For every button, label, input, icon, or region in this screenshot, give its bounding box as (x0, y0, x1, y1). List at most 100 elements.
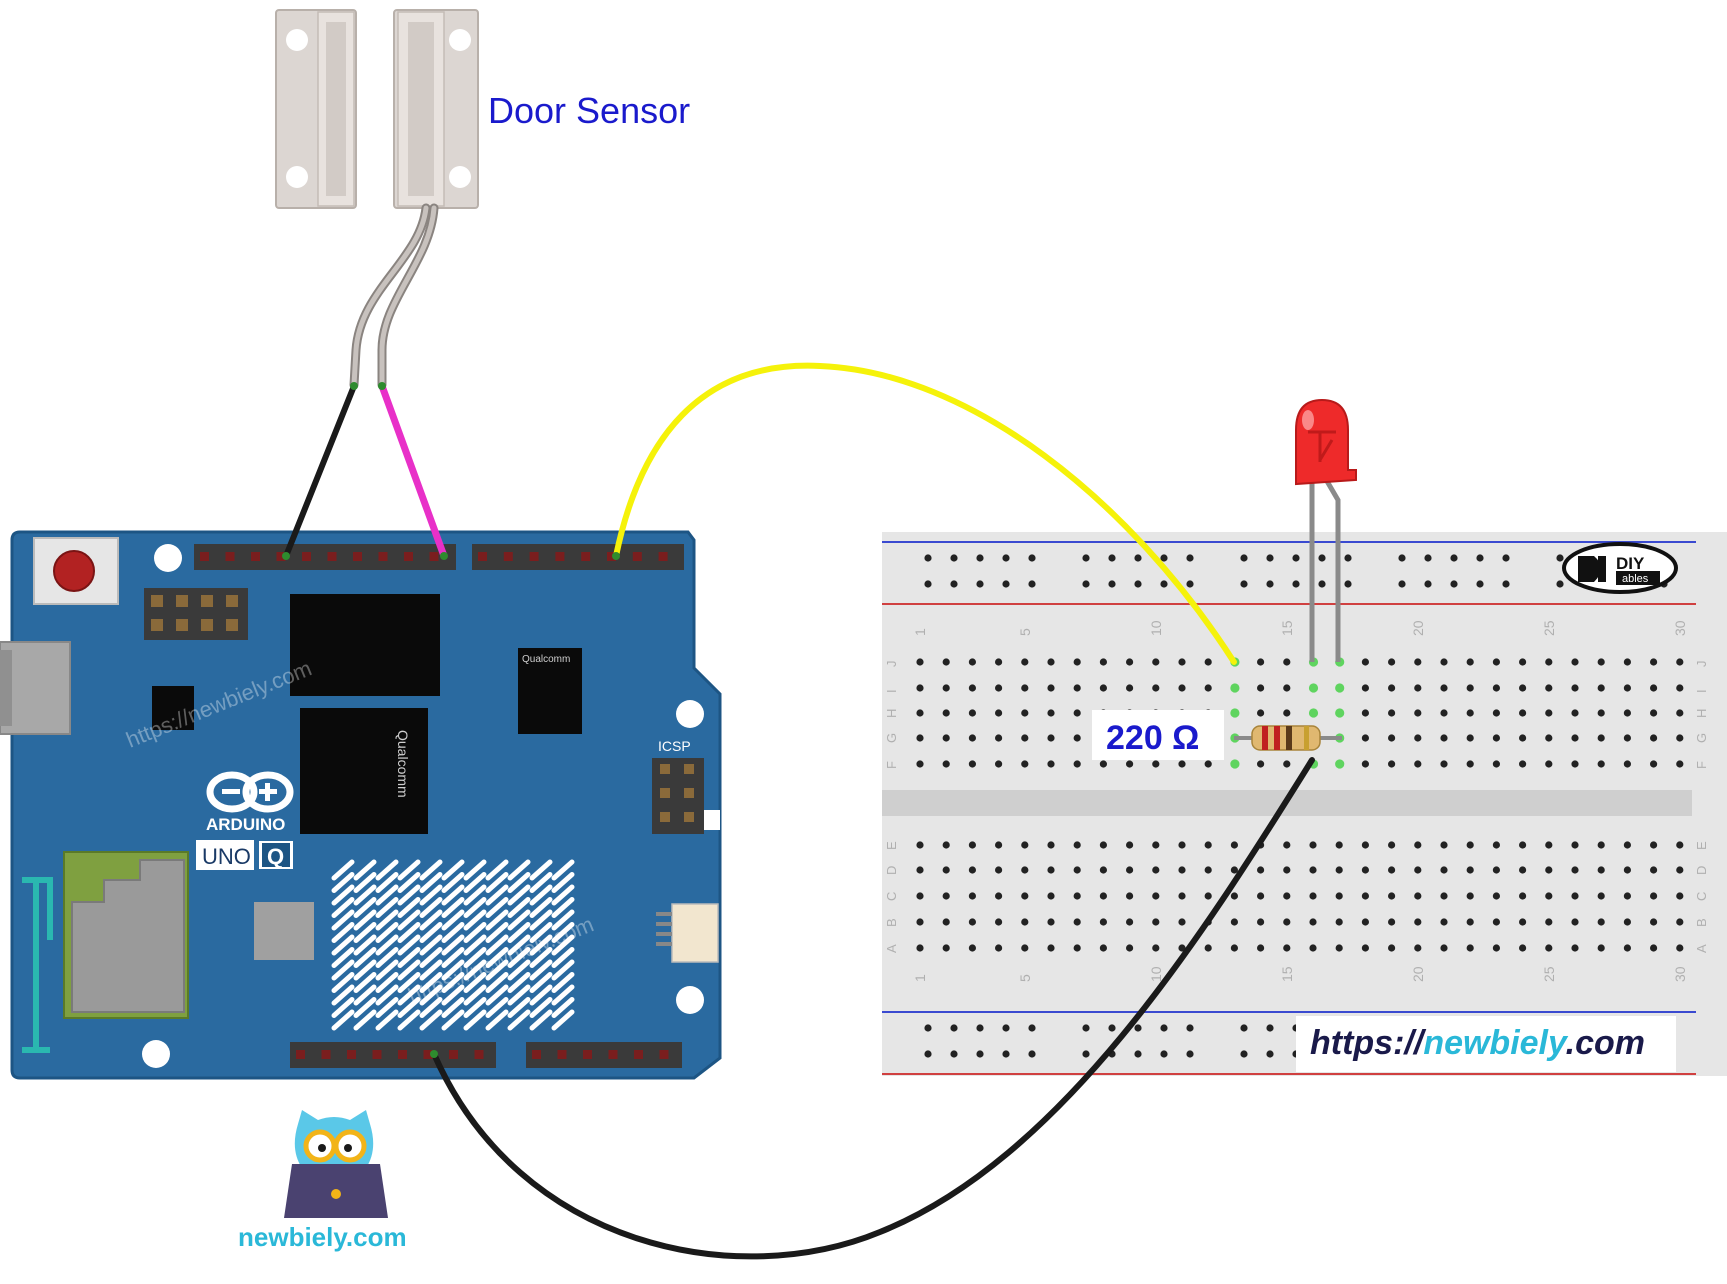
header-pin (151, 619, 163, 631)
breadboard-rail-hole (1028, 554, 1036, 562)
heatsink-slat (419, 1009, 443, 1031)
breadboard-hole (1204, 841, 1212, 849)
header-pin (378, 552, 388, 561)
breadboard-hole (942, 734, 950, 742)
heatsink-slat (353, 984, 377, 1006)
breadboard-column-number: 15 (1279, 966, 1295, 982)
breadboard-hole (1623, 709, 1631, 717)
breadboard-hole (1597, 866, 1605, 874)
breadboard-hole (1099, 658, 1107, 666)
newbiely-mascot: newbiely.com (238, 1110, 407, 1252)
breadboard-hole (1099, 944, 1107, 952)
heatsink-slat (397, 909, 421, 931)
breadboard-hole (968, 734, 977, 742)
breadboard-row-letter: A (1694, 944, 1709, 953)
breadboard-hole (1466, 760, 1474, 768)
breadboard-rail-hole (1398, 580, 1406, 588)
breadboard-hole (968, 709, 977, 717)
heatsink-slat (551, 884, 575, 906)
heatsink-slat (353, 884, 377, 906)
breadboard-hole (1676, 918, 1684, 926)
breadboard-rail-hole (1186, 1024, 1194, 1032)
heatsink-slat (353, 997, 377, 1018)
breadboard-hole (1309, 918, 1317, 926)
watermark-suffix: .com (1566, 1024, 1645, 1062)
heatsink-slat (375, 934, 399, 956)
breadboard-hole (1466, 684, 1474, 692)
breadboard-rail-hole (1450, 580, 1458, 588)
heatsink-slat (551, 959, 575, 981)
breadboard-column-number: 20 (1410, 966, 1426, 982)
diyables-logo: DIY ables (1562, 542, 1678, 594)
mounting-hole (676, 700, 704, 728)
breadboard-column-number: 30 (1672, 620, 1688, 636)
heatsink-slat (419, 947, 443, 968)
heatsink-slat (507, 884, 531, 906)
heatsink-slat (331, 897, 355, 918)
breadboard-hole (1047, 918, 1055, 926)
breadboard-hole (1204, 866, 1212, 874)
breadboard-rail-hole (924, 1024, 932, 1032)
breadboard-row-letter: F (884, 761, 899, 769)
heatsink-slat (485, 997, 509, 1018)
breadboard-hole (1571, 866, 1579, 874)
breadboard-hole (1152, 684, 1160, 692)
qualcomm-chip-small: Qualcomm (518, 648, 582, 734)
breadboard-hole (1414, 892, 1422, 900)
heatsink-slat (353, 972, 377, 993)
breadboard-rail-hole (924, 1050, 932, 1058)
breadboard-hole (1047, 866, 1055, 874)
breadboard-row-letter: D (884, 866, 899, 875)
heatsink-slat (397, 897, 421, 918)
breadboard-hole (1623, 866, 1631, 874)
breadboard-hole (1361, 841, 1369, 849)
heatsink-slat (463, 922, 487, 943)
breadboard-hole (1283, 918, 1291, 926)
breadboard-hole (995, 709, 1003, 717)
header-pin (583, 1050, 592, 1059)
heatsink-grid (331, 859, 575, 1031)
breadboard-rail-hole (1240, 554, 1248, 562)
breadboard-hole (1545, 866, 1553, 874)
breadboard-column-number: 10 (1148, 966, 1164, 982)
breadboard-hole (1650, 841, 1658, 849)
heatsink-slat (353, 922, 377, 943)
header-pin (529, 552, 539, 561)
breadboard-hole (1597, 658, 1605, 666)
breadboard-rail-hole (1476, 580, 1484, 588)
breadboard-hole (1440, 734, 1448, 742)
heatsink-slat (419, 934, 443, 956)
breadboard-rail-hole (1082, 1024, 1090, 1032)
header-pin (398, 1050, 407, 1059)
heatsink-slat (507, 934, 531, 956)
heatsink-slat (353, 947, 377, 968)
heatsink-slat (441, 897, 465, 918)
breadboard-hole (1623, 918, 1631, 926)
breadboard-hole (1571, 709, 1579, 717)
heatsink-slat (485, 884, 509, 906)
breadboard-rail-hole (976, 580, 984, 588)
heatsink-slat (529, 972, 553, 993)
breadboard-hole (1388, 866, 1396, 874)
heatsink-slat (551, 1009, 575, 1031)
breadboard-hole (916, 944, 924, 952)
header-pin (557, 1050, 567, 1059)
heatsink-slat (419, 972, 443, 993)
qualcomm-label-large: Qualcomm (395, 730, 411, 798)
header-bottom-right (526, 1042, 682, 1068)
breadboard-row-letter: C (1694, 892, 1709, 901)
header-pin (684, 812, 694, 822)
breadboard-hole (916, 709, 924, 717)
watermark-domain: newbiely (1423, 1024, 1569, 1062)
breadboard-column-number: 1 (912, 974, 928, 982)
breadboard-hole (1361, 892, 1369, 900)
breadboard-rail-hole (1134, 1024, 1142, 1032)
heatsink-slat (551, 872, 575, 893)
breadboard-hole (1257, 760, 1265, 768)
breadboard-hole (1388, 709, 1396, 717)
breadboard-hole (1388, 944, 1396, 952)
breadboard-hole (1230, 866, 1238, 874)
breadboard-hole (1519, 734, 1527, 742)
heatsink-slat (375, 909, 399, 931)
arduino-uno-q-board: Qualcomm Qualcomm ICSP ARDUINO UNO (0, 530, 722, 1080)
